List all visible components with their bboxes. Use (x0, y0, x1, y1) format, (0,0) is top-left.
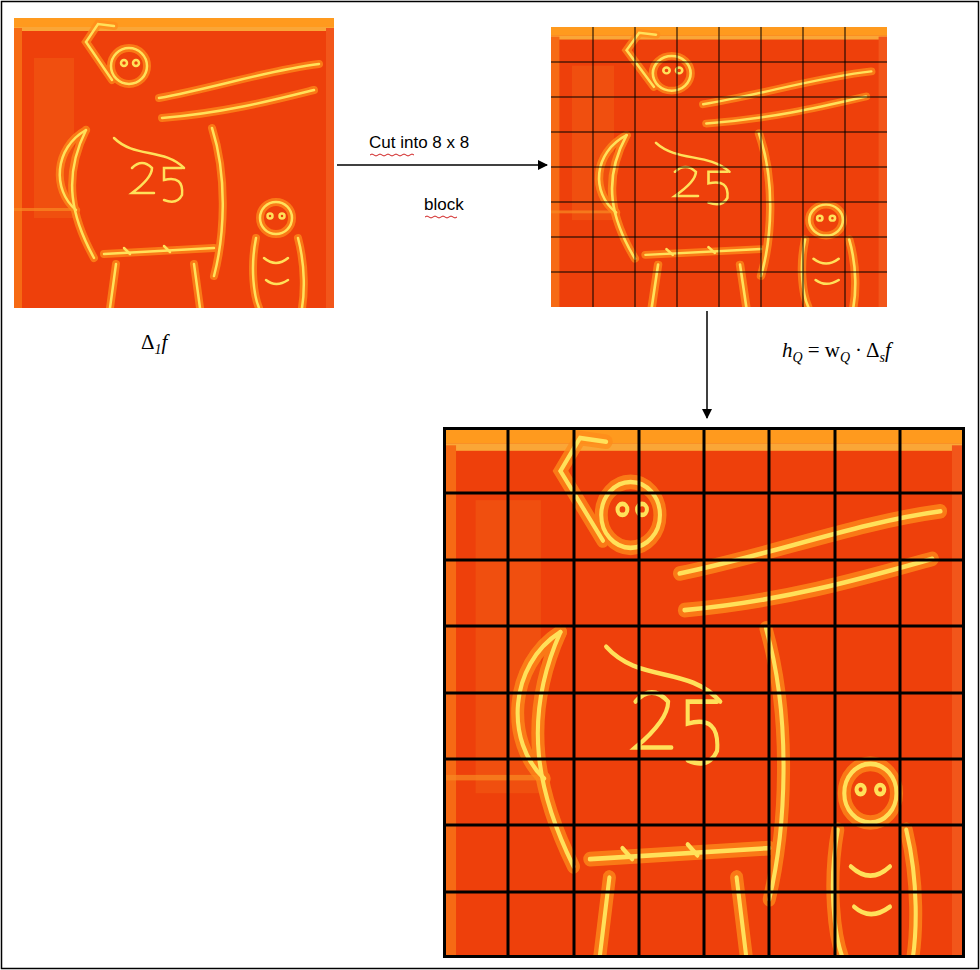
arrow (337, 164, 547, 166)
block-heatmap (443, 427, 965, 958)
spell-underline (370, 154, 414, 156)
formula-part: h (782, 338, 793, 363)
heatmap-image (14, 18, 334, 308)
operation-label: Cut into 8 x 8 (369, 133, 469, 153)
formula-part: f (885, 338, 891, 363)
formula-part: = w (808, 338, 840, 363)
spell-underline (425, 216, 457, 218)
formula-part: Q (793, 350, 803, 366)
formula-part: · Δ (855, 338, 880, 363)
arrow (706, 311, 708, 418)
formula-part: Δ (141, 330, 155, 355)
formula-part: f (162, 330, 168, 355)
formula-label: hQ= wQ· Δsf (782, 338, 891, 363)
heatmap-image-grid (551, 27, 887, 307)
formula-part: 1 (155, 342, 162, 358)
operation-label: block (424, 195, 464, 215)
block-separators (443, 427, 965, 958)
symbol-label: Δ1f (141, 330, 167, 355)
formula-part: Q (840, 350, 850, 366)
block-grid (551, 27, 887, 307)
formula-part: s (880, 350, 885, 366)
